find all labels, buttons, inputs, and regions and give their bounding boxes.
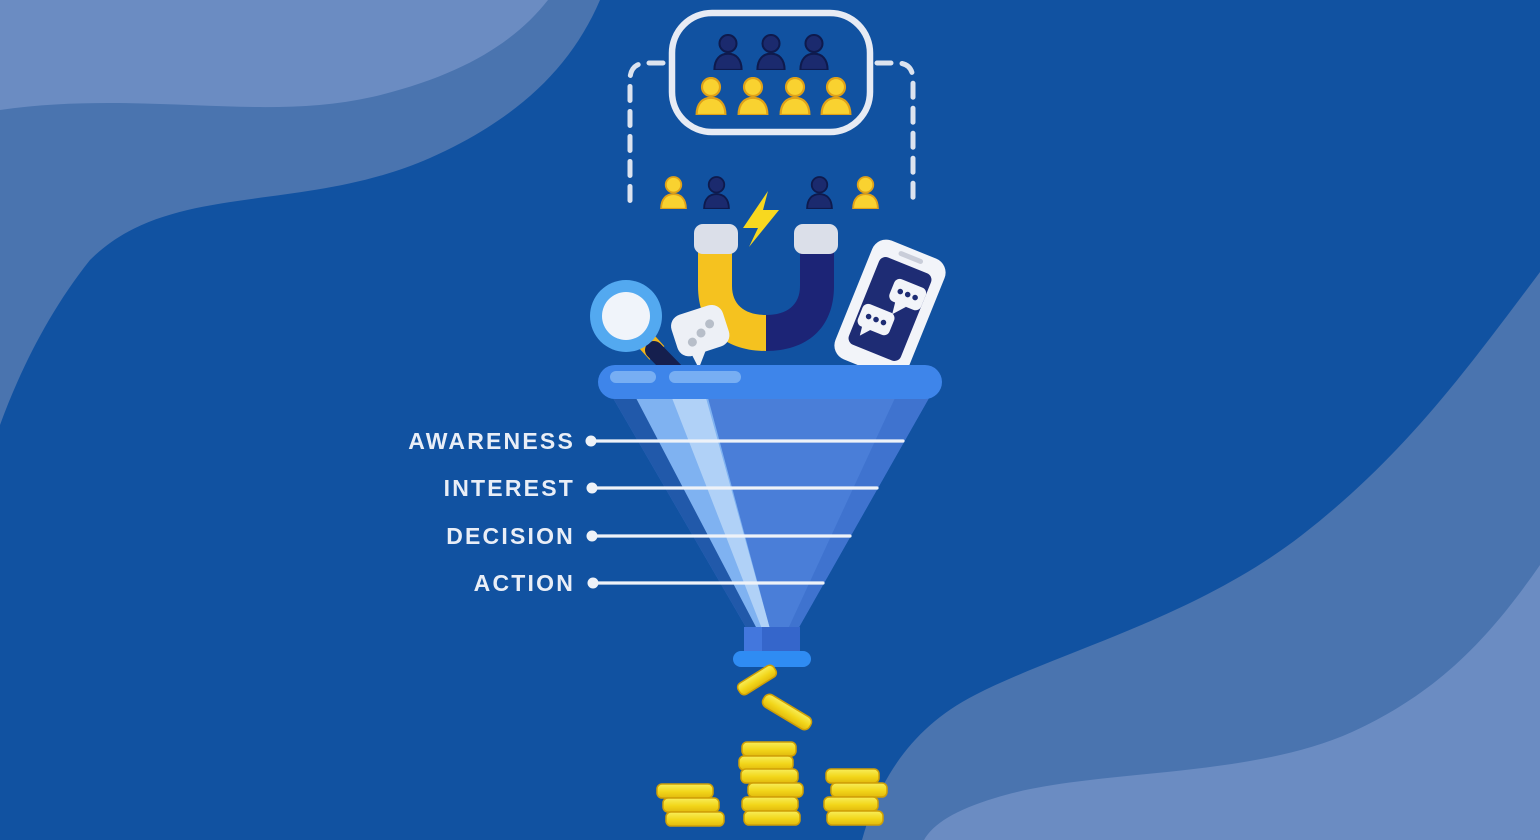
- person-icon: [703, 176, 730, 209]
- person-icon: [660, 176, 687, 209]
- person-icon: [799, 34, 829, 70]
- stage-label-awareness: AWARENESS: [408, 428, 575, 454]
- person-icon: [713, 34, 743, 70]
- person-icon: [756, 34, 786, 70]
- funnel-icon: [598, 365, 942, 667]
- funnel-spout-band: [733, 651, 811, 667]
- magnet-pole-tip: [794, 224, 838, 254]
- attracted-people-row: [660, 176, 879, 209]
- wave-top-left-light: [0, 0, 548, 110]
- wave-bottom-right-mid: [862, 272, 1540, 840]
- person-icon: [806, 176, 833, 209]
- audience-group-icon: [668, 9, 874, 136]
- coin-stacks-icon: [656, 741, 888, 827]
- coin-stack-left: [656, 783, 725, 827]
- wave-bottom-right-light: [924, 565, 1540, 840]
- lightning-bolt-icon: [743, 191, 779, 247]
- chat-bubble: [857, 303, 895, 336]
- dashed-bracket: [627, 60, 916, 209]
- smartphone-chat-icon: [834, 239, 946, 379]
- wave-top-left-mid: [0, 0, 600, 425]
- stage-label-decision: DECISION: [446, 523, 575, 549]
- magnet-pole-tip: [694, 224, 738, 254]
- audience-box-outline: [668, 9, 874, 136]
- chat-bubble: [889, 278, 927, 315]
- person-icon: [737, 77, 769, 115]
- person-icon: [852, 176, 879, 209]
- falling-coins: [736, 664, 813, 731]
- stage-label-interest: INTEREST: [443, 475, 575, 501]
- stage-lines: [585, 435, 905, 589]
- coin-stack-right: [823, 768, 888, 826]
- person-icon: [820, 77, 852, 115]
- stage-label-action: ACTION: [473, 570, 575, 596]
- person-icon: [779, 77, 811, 115]
- coin-stack-middle: [738, 741, 804, 826]
- person-icon: [695, 77, 727, 115]
- speech-bubble-icon: [671, 304, 730, 369]
